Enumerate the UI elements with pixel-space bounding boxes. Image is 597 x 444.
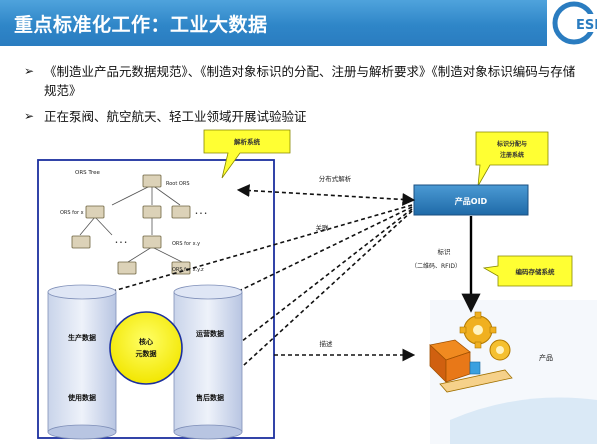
- callout-assign-line1: 标识分配与: [496, 140, 527, 148]
- product-label: 产品: [539, 353, 553, 362]
- bullet-text: 正在泵阀、航空航天、轻工业领域开展试验验证: [44, 109, 307, 124]
- label-describe: 描述: [320, 339, 334, 348]
- db-label-after-sales: 售后数据: [196, 393, 224, 402]
- bullet-arrow-icon: ➢: [24, 64, 35, 78]
- callout-parse-system: 解析系统: [203, 129, 291, 179]
- bullet-item-trials: ➢ 正在泵阀、航空航天、轻工业领域开展试验验证: [22, 107, 582, 126]
- label-association: 关联: [316, 223, 330, 232]
- bullet-text: 《制造业产品元数据规范》、《制造对象标识的分配、注册与解析要求》《制造对象标识编…: [44, 64, 576, 98]
- db-label-operation: 运营数据: [196, 329, 224, 338]
- ors-for-xy-label: ORS for x.y: [172, 241, 200, 247]
- logo-text: ESI: [576, 18, 597, 33]
- gear-icon: [489, 339, 511, 361]
- callout-encode-text: 编码存储系统: [516, 267, 556, 276]
- database-cylinder-right: [173, 284, 243, 440]
- ors-for-x-label: ORS for x: [60, 210, 84, 216]
- esi-logo: ESI: [547, 0, 597, 46]
- product-oid-label: 产品OID: [455, 196, 488, 206]
- callout-encode-store: 编码存储系统: [482, 255, 573, 287]
- label-identify-line1: 标识: [438, 247, 452, 256]
- conveyor-belt-icon: [439, 369, 513, 393]
- ors-tree-lines: [79, 184, 183, 263]
- arrow-to-production: [78, 204, 413, 304]
- callout-assign-register: 标识分配与 注册系统: [475, 131, 549, 187]
- background-wave: [450, 397, 597, 444]
- ors-tree-title: ORS Tree: [75, 170, 100, 176]
- page-title: 重点标准化工作：工业大数据: [14, 14, 268, 36]
- arrow-distributed-parse: [236, 184, 416, 206]
- bullet-item-standards: ➢ 《制造业产品元数据规范》、《制造对象标识的分配、注册与解析要求》《制造对象标…: [22, 62, 582, 100]
- callout-parse-text: 解析系统: [234, 137, 261, 146]
- ors-server-icons: [71, 174, 191, 275]
- product-illustration: [429, 311, 513, 393]
- db-label-usage: 使用数据: [67, 393, 96, 402]
- header-bar: 重点标准化工作：工业大数据 ESI: [0, 0, 597, 46]
- core-metadata-line2: 元数据: [136, 349, 157, 358]
- ors-dots: • • •: [115, 240, 127, 246]
- core-metadata-circle: [109, 311, 183, 385]
- database-cylinder-left: [47, 284, 117, 440]
- arrow-to-operation: [207, 206, 413, 307]
- ors-dots: • • •: [195, 211, 207, 217]
- label-identify-line2: （二维码、RFID）: [411, 262, 461, 270]
- core-metadata-line1: 核心: [139, 337, 153, 346]
- bullet-list: ➢ 《制造业产品元数据规范》、《制造对象标识的分配、注册与解析要求》《制造对象标…: [22, 62, 582, 126]
- product-block-icon: [469, 361, 481, 375]
- ors-root-label: Root ORS: [166, 181, 190, 187]
- gear-icon: [459, 311, 497, 349]
- bullet-arrow-icon: ➢: [24, 109, 35, 123]
- db-label-production: 生产数据: [68, 333, 96, 342]
- label-distributed-parse: 分布式解析: [319, 174, 352, 183]
- callout-assign-line2: 注册系统: [500, 151, 524, 159]
